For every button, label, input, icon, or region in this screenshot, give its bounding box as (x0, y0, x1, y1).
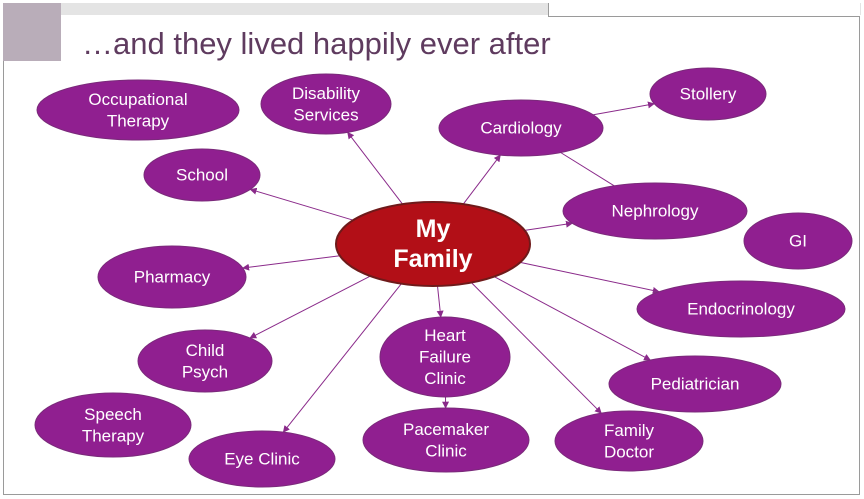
hub-ellipse (335, 201, 531, 287)
node-label-line: Psych (182, 362, 228, 381)
edge-hub-to-childpsych (249, 275, 371, 339)
node-ellipse (562, 182, 748, 240)
node-label-line: Therapy (107, 111, 170, 130)
node-label-line: Therapy (82, 426, 145, 445)
edge-cardiology-to-nephrology (560, 152, 615, 187)
edge-hub-to-pediatrician (493, 276, 651, 361)
node-label-line: Child (186, 341, 225, 360)
node-label-line: Nephrology (612, 202, 699, 221)
node-gi: GI (743, 212, 853, 270)
edge-hub-to-disability (347, 131, 403, 205)
node-label-line: Pacemaker (403, 420, 489, 439)
node-ellipse (438, 99, 604, 157)
node-ellipse (743, 212, 853, 270)
node-school: School (143, 148, 261, 202)
edge-cardiology-to-stollery (593, 101, 655, 116)
corner-accent-block (3, 3, 61, 61)
edge-hub-to-cardiology (462, 154, 501, 205)
edge-hub-to-nephrology (524, 220, 573, 231)
edge-hub-to-endocrinology (520, 261, 660, 294)
node-label-line: Failure (419, 348, 471, 367)
node-ellipse (36, 79, 240, 141)
edges-layer (242, 101, 660, 433)
node-label-line: Clinic (424, 369, 466, 388)
node-ellipse (34, 392, 192, 458)
node-ellipse (188, 430, 336, 488)
node-ellipse (608, 355, 782, 413)
node-ellipse (649, 67, 767, 121)
edge-hub-to-pharmacy (242, 255, 340, 271)
edge-hub-to-familydoctor (471, 282, 602, 414)
node-ellipse (143, 148, 261, 202)
node-label-line: Clinic (425, 441, 467, 460)
node-label-line: GI (789, 232, 807, 251)
node-nephrology: Nephrology (562, 182, 748, 240)
node-label-line: Disability (292, 84, 361, 103)
node-label-line: Services (293, 105, 358, 124)
node-ellipse (636, 280, 846, 338)
slide-title: …and they lived happily ever after (82, 26, 551, 61)
node-ellipse (97, 245, 247, 309)
node-ellipse (260, 73, 392, 135)
node-pharmacy: Pharmacy (97, 245, 247, 309)
node-ellipse (379, 316, 511, 398)
node-label-line: Pharmacy (134, 268, 211, 287)
top-tab (548, 3, 860, 17)
node-eyeclinic: Eye Clinic (188, 430, 336, 488)
node-ellipse (554, 410, 704, 472)
node-label-line: Doctor (604, 442, 654, 461)
node-stollery: Stollery (649, 67, 767, 121)
node-pediatrician: Pediatrician (608, 355, 782, 413)
hub-label-line: My (416, 215, 451, 243)
hub-label-line: Family (393, 245, 472, 273)
node-label-line: Heart (424, 326, 466, 345)
node-label-line: Stollery (680, 85, 737, 104)
node-label-line: School (176, 166, 228, 185)
edge-hub-to-school (249, 187, 354, 221)
node-endocrinology: Endocrinology (636, 280, 846, 338)
node-label-line: Occupational (88, 90, 187, 109)
edge-hub-to-eyeclinic (282, 283, 402, 433)
node-ellipse (362, 407, 530, 473)
node-cardiology: Cardiology (438, 99, 604, 157)
nodes-layer: MyFamilyOccupationalTherapyDisabilitySer… (34, 67, 853, 488)
node-label-line: Eye Clinic (224, 450, 300, 469)
node-label-line: Family (604, 421, 655, 440)
node-label-line: Cardiology (480, 119, 562, 138)
edge-hub-to-heartfailure (436, 285, 444, 318)
node-label-line: Speech (84, 405, 142, 424)
node-label-line: Endocrinology (687, 300, 795, 319)
node-ellipse (137, 329, 273, 393)
node-label-line: Pediatrician (651, 375, 740, 394)
